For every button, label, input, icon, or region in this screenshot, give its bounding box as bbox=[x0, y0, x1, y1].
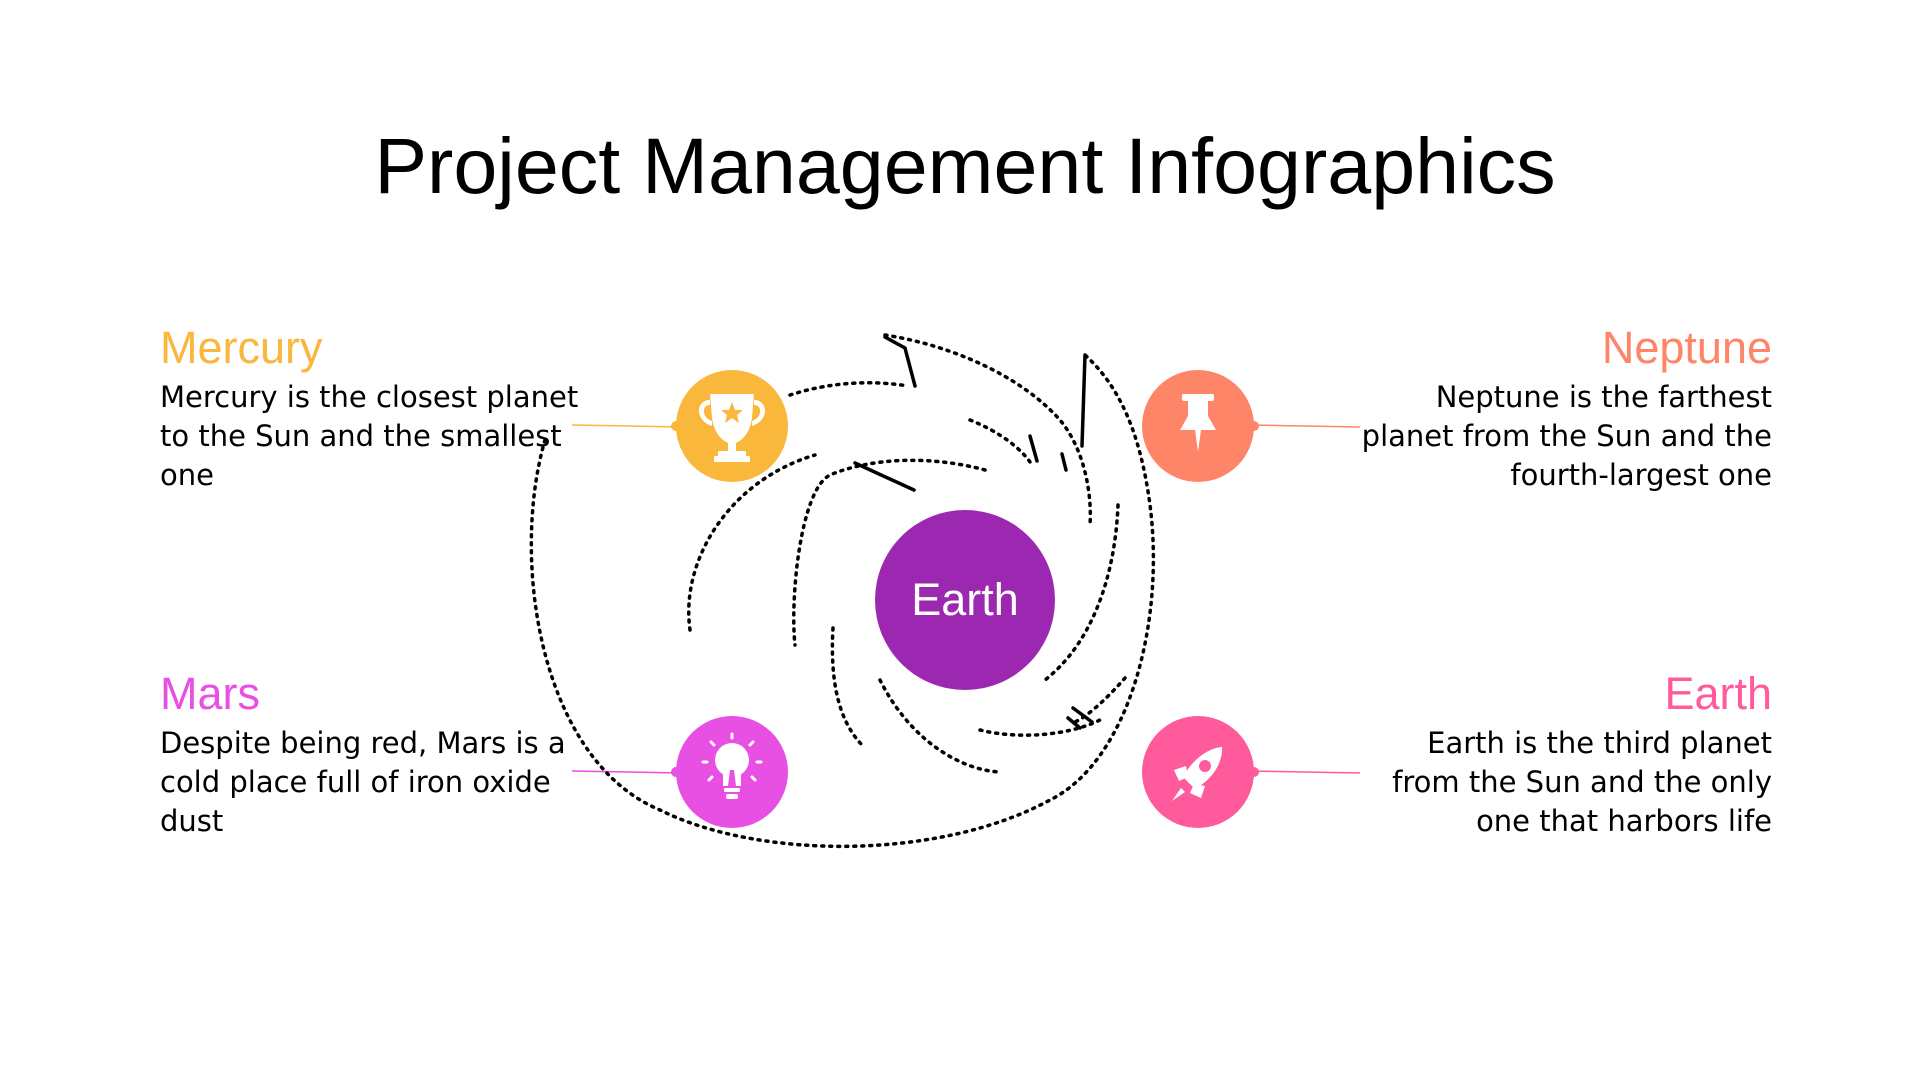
spiral-arms bbox=[529, 333, 1156, 849]
mercury-block: Mercury Mercury is the closest planet to… bbox=[160, 320, 580, 495]
earth-connector-line bbox=[1249, 770, 1361, 774]
earth-icon-circle bbox=[1142, 716, 1259, 828]
mars-connector-line bbox=[571, 770, 681, 774]
center-label: Earth bbox=[911, 574, 1019, 625]
neptune-description: Neptune is the farthest planet from the … bbox=[1361, 380, 1772, 492]
earth-description: Earth is the third planet from the Sun a… bbox=[1392, 726, 1772, 838]
rocket-icon bbox=[1172, 747, 1223, 801]
mercury-connector-line bbox=[571, 424, 681, 428]
earth-block: Earth Earth is the third planet from the… bbox=[1352, 666, 1772, 841]
mercury-title: Mercury bbox=[160, 322, 323, 373]
mars-block: Mars Despite being red, Mars is a cold p… bbox=[160, 666, 580, 841]
mars-description: Despite being red, Mars is a cold place … bbox=[160, 726, 566, 838]
mercury-description: Mercury is the closest planet to the Sun… bbox=[160, 380, 579, 492]
page-title: Project Management Infographics bbox=[374, 121, 1556, 210]
lightbulb-icon bbox=[715, 743, 749, 799]
neptune-icon-circle bbox=[1142, 370, 1259, 482]
lightbulb-rays-icon bbox=[701, 732, 763, 782]
mars-title: Mars bbox=[160, 668, 260, 719]
neptune-block: Neptune Neptune is the farthest planet f… bbox=[1352, 320, 1772, 495]
mars-icon-circle bbox=[671, 716, 788, 828]
mercury-icon-circle bbox=[671, 370, 788, 482]
spiral-arrowheads bbox=[853, 335, 1094, 730]
trophy-star-icon bbox=[721, 402, 743, 423]
neptune-connector-line bbox=[1249, 424, 1361, 428]
center-circle bbox=[875, 510, 1055, 690]
earth-title: Earth bbox=[1664, 668, 1772, 719]
trophy-icon bbox=[699, 394, 765, 462]
pushpin-icon bbox=[1180, 394, 1216, 452]
neptune-title: Neptune bbox=[1601, 322, 1772, 373]
